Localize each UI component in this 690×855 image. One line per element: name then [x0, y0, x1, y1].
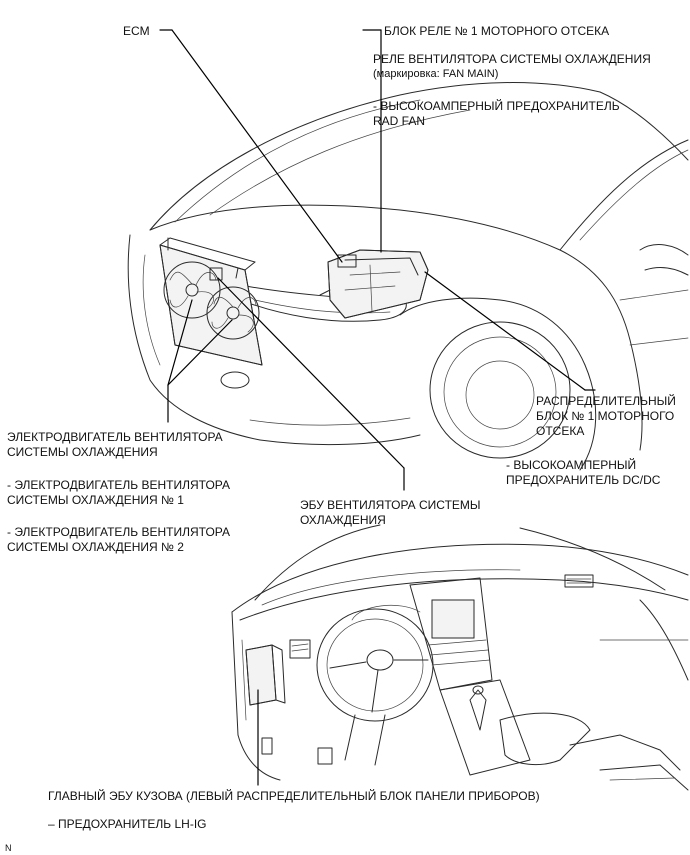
fan-motor2-line2: СИСТЕМЫ ОХЛАЖДЕНИЯ № 2	[7, 540, 184, 554]
junction-block-line2: БЛОК № 1 МОТОРНОГО	[536, 409, 675, 423]
rad-fan-fuse-line1: - ВЫСОКОАМПЕРНЫЙ ПРЕДОХРАНИТЕЛЬ	[373, 99, 620, 113]
junction-block-line3: ОТСЕКА	[536, 424, 585, 438]
fan-ecu-line2: ОХЛАЖДЕНИЯ	[300, 513, 386, 527]
car-interior-drawing	[231, 524, 689, 791]
rad-fan-fuse-line2: RAD FAN	[373, 114, 426, 128]
fan-motor1-line2: СИСТЕМЫ ОХЛАЖДЕНИЯ № 1	[7, 493, 184, 507]
junction-block-line1: РАСПРЕДЕЛИТЕЛЬНЫЙ	[536, 394, 676, 408]
corner-code: N	[5, 843, 12, 853]
relay-block-title: БЛОК РЕЛЕ № 1 МОТОРНОГО ОТСЕКА	[384, 24, 610, 38]
fan-motor2-line1: - ЭЛЕКТРОДВИГАТЕЛЬ ВЕНТИЛЯТОРА	[7, 525, 231, 539]
radiator-fan-assembly	[159, 237, 263, 366]
dcdc-fuse-line2: ПРЕДОХРАНИТЕЛЬ DC/DC	[506, 473, 661, 487]
fan-motor1-line1: - ЭЛЕКТРОДВИГАТЕЛЬ ВЕНТИЛЯТОРА	[7, 478, 231, 492]
fan-motor-line1: ЭЛЕКТРОДВИГАТЕЛЬ ВЕНТИЛЯТОРА	[7, 430, 223, 444]
fan-ecu-line1: ЭБУ ВЕНТИЛЯТОРА СИСТЕМЫ	[300, 498, 481, 512]
lhig-fuse-label: – ПРЕДОХРАНИТЕЛЬ LH-IG	[48, 817, 207, 831]
dcdc-fuse-line1: - ВЫСОКОАМПЕРНЫЙ	[506, 458, 637, 472]
fan-motor-line2: СИСТЕМЫ ОХЛАЖДЕНИЯ	[7, 445, 158, 459]
body-ecu-label: ГЛАВНЫЙ ЭБУ КУЗОВА (ЛЕВЫЙ РАСПРЕДЕЛИТЕЛЬ…	[48, 789, 540, 803]
leader-lines	[159, 29, 596, 786]
fan-relay-marking: (маркировка: FAN MAIN)	[373, 68, 499, 80]
fan-relay-label: РЕЛЕ ВЕНТИЛЯТОРА СИСТЕМЫ ОХЛАЖДЕНИЯ	[373, 52, 651, 66]
car-exterior-drawing	[127, 82, 689, 471]
engine-relay-block	[319, 249, 429, 319]
ecm-label: ECM	[123, 24, 150, 38]
